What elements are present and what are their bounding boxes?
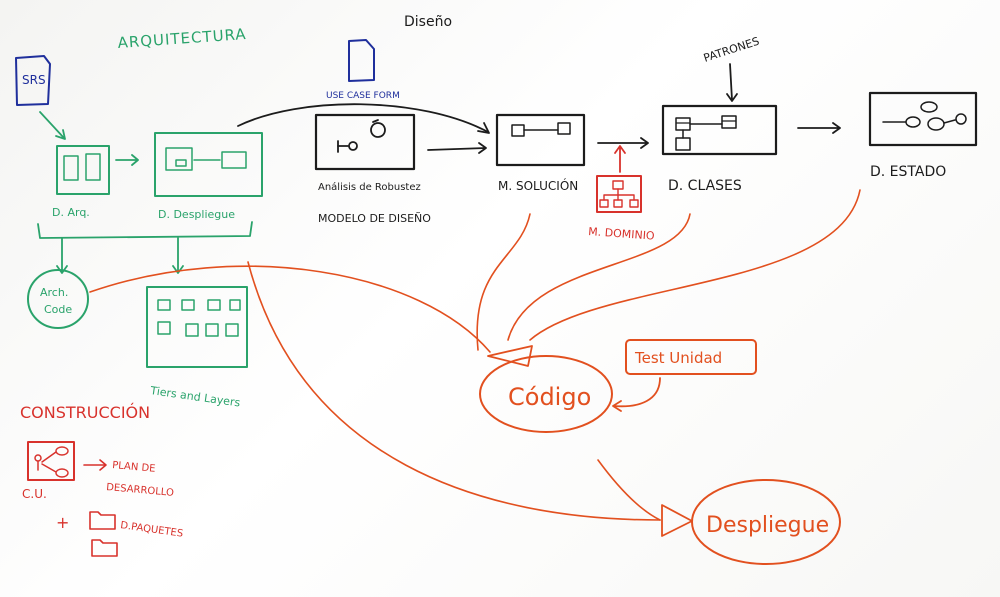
m-solucion-label: M. SOLUCIÓN (498, 178, 578, 193)
codigo-arrowhead (487, 345, 533, 367)
solucion-to-codigo-curve (476, 213, 531, 351)
test-to-codigo-arrow (613, 377, 661, 408)
plan-label-1: PLAN DE (112, 460, 156, 475)
arch-code-node: Arch. Code (27, 269, 89, 329)
use-case-form-document: USE CASE FORM (326, 39, 400, 101)
despliegue-arrowhead (661, 504, 693, 537)
clases-to-codigo-curve (507, 213, 691, 341)
despliegue-node (691, 479, 841, 565)
codigo-label: Código (508, 383, 591, 411)
d-despliegue-diagram (154, 132, 263, 197)
use-case-form-label: USE CASE FORM (326, 91, 400, 101)
codigo-to-despliegue-curve (597, 459, 661, 521)
codigo-node (479, 355, 613, 433)
plus-sign: + (56, 513, 69, 532)
despliegue-label: Despliegue (706, 513, 829, 538)
srs-to-d-arq-arrow (39, 111, 65, 139)
m-dominio-diagram (596, 175, 642, 213)
tiers-layers-label: Tiers and Layers (149, 384, 242, 410)
archcode-to-codigo-curve (89, 265, 491, 353)
cu-label: C.U. (22, 487, 47, 501)
analisis-robustez-label: Análisis de Robustez (318, 181, 421, 193)
solucion-to-clases-arrow (597, 137, 649, 149)
cu-to-plan-arrow (83, 459, 107, 471)
m-dominio-label: M. DOMINIO (588, 225, 656, 243)
arch-code-label-2: Code (44, 303, 72, 316)
despliegue-to-solucion-arrow (237, 103, 489, 133)
d-clases-label: D. CLASES (668, 178, 742, 194)
diseno-title: Diseño (404, 14, 452, 30)
dominio-up-arrow (614, 145, 626, 173)
estado-to-codigo-curve (529, 189, 861, 341)
paquete-icon (89, 511, 116, 530)
tiers-layers-diagram (146, 286, 248, 368)
arquitectura-title: ARQUITECTURA (117, 25, 247, 52)
patrones-label: PATRONES (702, 35, 761, 65)
clases-to-estado-arrow (797, 122, 841, 134)
d-paquetes-label: D.PAQUETES (120, 520, 184, 540)
patrones-arrow (726, 63, 738, 102)
test-unidad-label: Test Unidad (634, 349, 722, 367)
d-clases-diagram (661, 104, 778, 156)
construccion-title: CONSTRUCCIÓN (20, 403, 150, 422)
d-arq-to-d-despliegue-arrow (115, 154, 139, 166)
d-estado-diagram (868, 91, 978, 147)
d-estado-label: D. ESTADO (870, 164, 946, 180)
robustez-to-solucion-arrow (427, 142, 487, 154)
srs-document: SRS (15, 55, 51, 106)
arch-code-label-1: Arch. (40, 286, 68, 299)
analisis-robustez-diagram (314, 113, 416, 171)
arquitectura-bracket (37, 221, 253, 239)
srs-label: SRS (22, 73, 46, 87)
ddespliegue-to-despliegue-curve (247, 261, 661, 521)
d-arq-label: D. Arq. (52, 206, 90, 219)
d-arq-diagram (56, 145, 110, 195)
test-unidad-box (625, 339, 757, 375)
paquete-icon-2 (91, 539, 118, 557)
d-despliegue-label: D. Despliegue (158, 208, 235, 221)
cu-diagram (27, 441, 75, 481)
m-solucion-diagram (495, 113, 586, 167)
plan-label-2: DESARROLLO (106, 482, 175, 499)
modelo-diseno-label: MODELO DE DISEÑO (318, 212, 431, 225)
